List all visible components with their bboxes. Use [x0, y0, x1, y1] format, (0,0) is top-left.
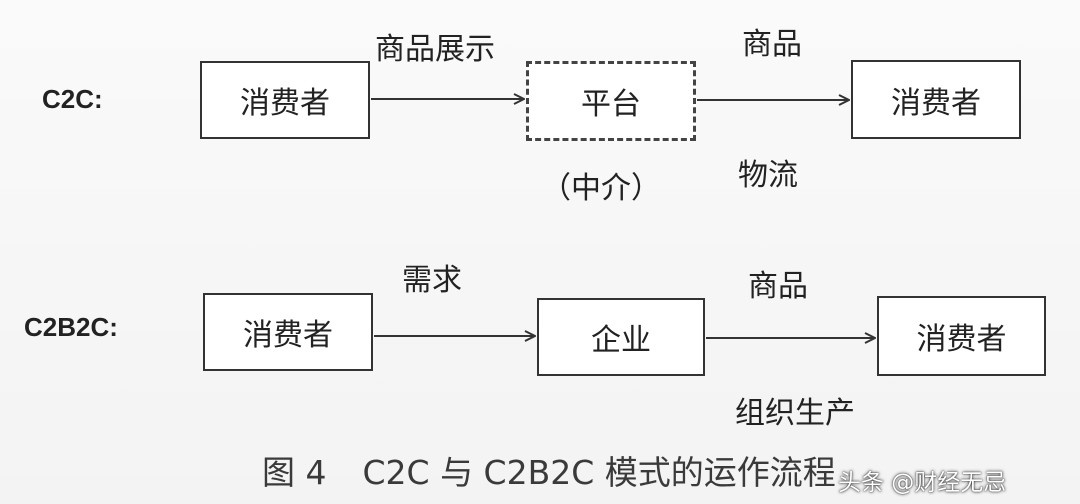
c2b2c-row-label: C2B2C: [24, 312, 118, 342]
c2b2c-consumer-left-text: 消费者 [243, 318, 333, 353]
c2c-label-logistics: 物流 [738, 158, 798, 193]
figure-caption: 图 4 C2C 与 C2B2C 模式的运作流程 [262, 446, 836, 494]
c2b2c-label-production: 组织生产 [735, 396, 855, 431]
c2b2c-consumer-right-text: 消费者 [916, 322, 1007, 357]
c2c-platform-text: 平台 [581, 87, 641, 122]
watermark: 头条 @财经无忌 [838, 470, 1007, 496]
c2b2c-enterprise-text: 企业 [591, 323, 651, 358]
c2c-consumer-right-text: 消费者 [891, 85, 981, 121]
c2b2c-consumer-right-box: 消费者 [877, 296, 1046, 376]
c2b2c-consumer-left-box: 消费者 [203, 293, 373, 371]
c2c-consumer-left-text: 消费者 [240, 86, 330, 121]
c2c-platform-box: 平台 [526, 61, 696, 141]
c2b2c-enterprise-box: 企业 [537, 298, 705, 376]
c2c-row-label: C2C: [42, 84, 103, 114]
c2c-platform-note: （中介） [541, 171, 661, 206]
c2b2c-label-goods: 商品 [748, 269, 808, 304]
c2c-label-goods: 商品 [742, 27, 802, 62]
figure-title: C2C 与 C2B2C 模式的运作流程 [362, 453, 836, 492]
c2b2c-label-demand: 需求 [402, 263, 462, 298]
figure-number: 图 4 [262, 453, 327, 492]
c2c-label-display: 商品展示 [375, 32, 495, 67]
c2c-consumer-left-box: 消费者 [200, 61, 370, 139]
c2c-consumer-right-box: 消费者 [851, 60, 1021, 139]
